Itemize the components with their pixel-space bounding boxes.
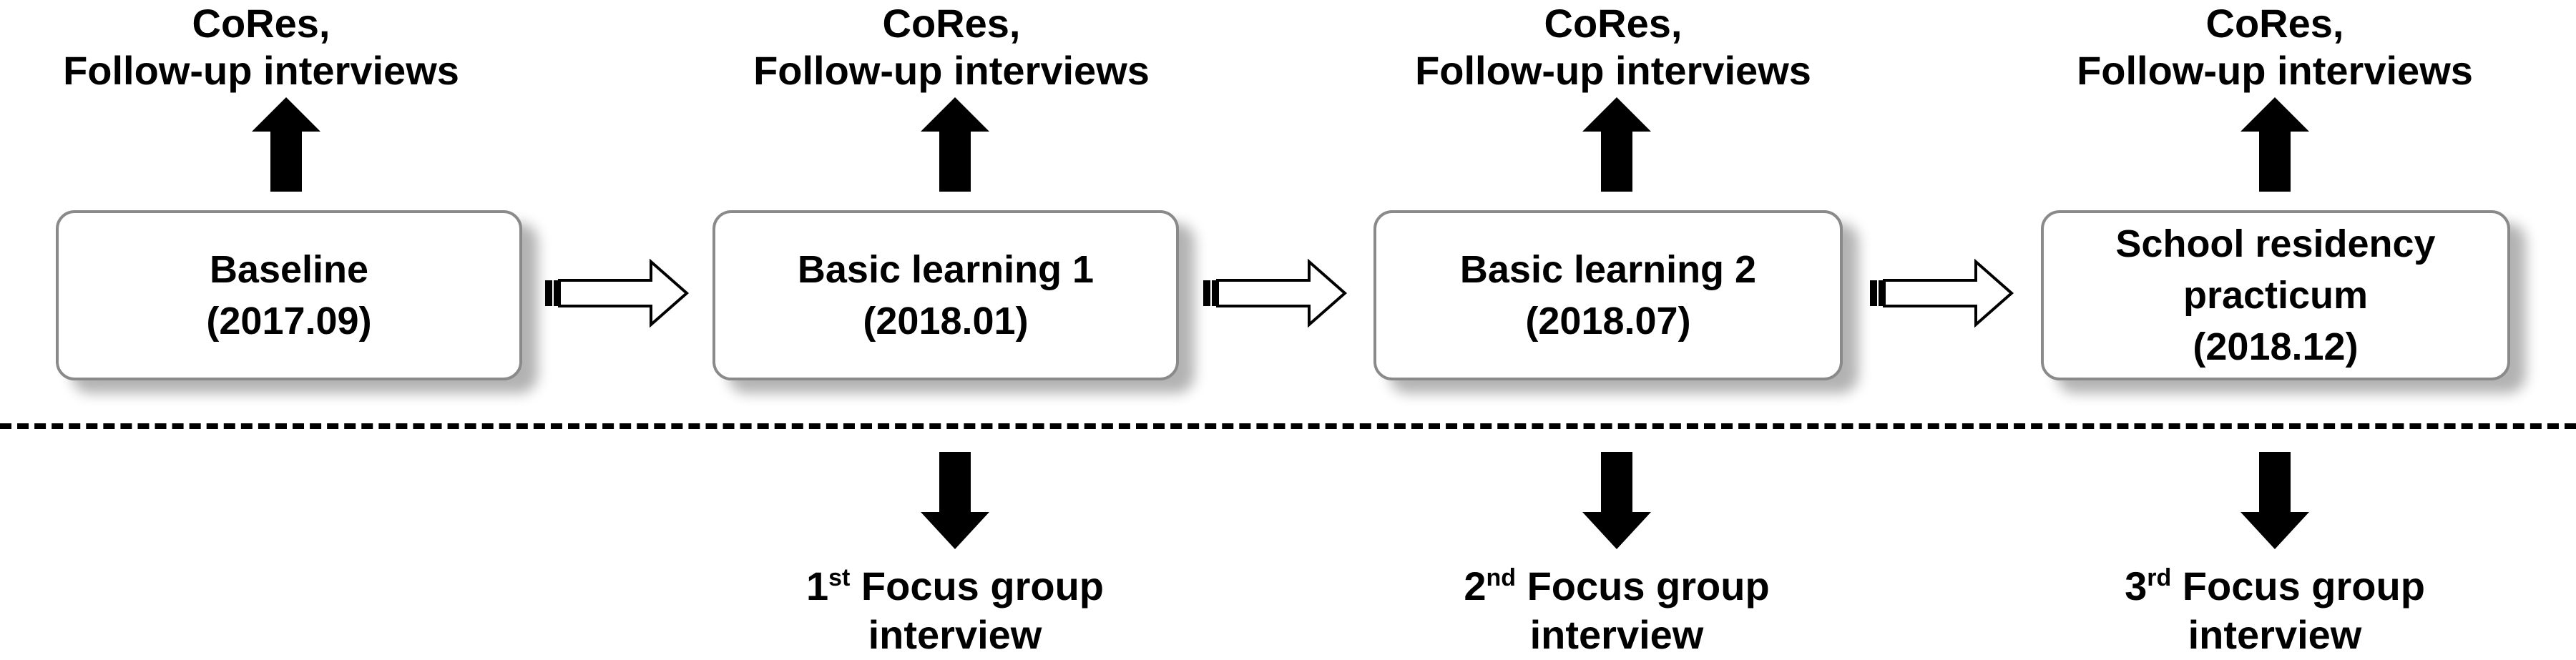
top-label-line2: Follow-up interviews (63, 48, 459, 93)
top-label-line1: CoRes, (192, 1, 330, 46)
stage-title: School residency (2115, 222, 2436, 265)
stage-box-baseline: Baseline (2017.09) (56, 210, 522, 380)
focus-group-ordinal: nd (1486, 564, 1517, 591)
focus-group-line2: interview (1529, 612, 1704, 657)
stage-box-basic-learning-2: Basic learning 2 (2018.07) (1373, 210, 1843, 380)
focus-group-line1: 1st Focus group (726, 562, 1184, 611)
stage-3-top-label: CoRes, Follow-up interviews (1363, 0, 1864, 94)
focus-group-number: 1 (805, 563, 829, 609)
focus-group-line2: interview (868, 612, 1042, 657)
down-arrow-icon (921, 452, 989, 549)
stage-date: (2018.12) (2193, 325, 2359, 368)
right-arrow-icon (545, 258, 690, 328)
stage-date: (2018.07) (1525, 300, 1691, 343)
up-arrow-icon (1582, 97, 1651, 192)
top-label-line2: Follow-up interviews (753, 48, 1150, 93)
focus-group-text: Focus group (2171, 563, 2425, 609)
top-label-line1: CoRes, (882, 1, 1021, 46)
stage-date: (2017.09) (206, 300, 372, 343)
stage-1-top-label: CoRes, Follow-up interviews (11, 0, 511, 94)
dashed-divider (0, 423, 2576, 429)
stage-2-top-label: CoRes, Follow-up interviews (701, 0, 1202, 94)
focus-group-1-label: 1st Focus group interview (726, 562, 1184, 659)
stage-4-top-label: CoRes, Follow-up interviews (2024, 0, 2525, 94)
stage-date: (2018.01) (863, 300, 1029, 343)
up-arrow-icon (252, 97, 320, 192)
top-label-line2: Follow-up interviews (2077, 48, 2473, 93)
stage-title: Baseline (209, 248, 369, 291)
focus-group-number: 3 (2125, 563, 2148, 609)
focus-group-line2: interview (2188, 612, 2362, 657)
stage-title-cont: practicum (2183, 274, 2369, 317)
stage-box-school-residency: School residency practicum (2018.12) (2041, 210, 2510, 380)
stage-title: Basic learning 1 (797, 248, 1094, 291)
top-label-line1: CoRes, (2205, 1, 2344, 46)
right-arrow-icon (1203, 258, 1348, 328)
stage-title: Basic learning 2 (1459, 248, 1757, 291)
top-label-line1: CoRes, (1544, 1, 1683, 46)
focus-group-text: Focus group (1516, 563, 1770, 609)
stage-box-basic-learning-1: Basic learning 1 (2018.01) (712, 210, 1179, 380)
focus-group-ordinal: rd (2147, 564, 2172, 591)
focus-group-number: 2 (1464, 563, 1487, 609)
focus-group-text: Focus group (850, 563, 1105, 609)
focus-group-line1: 3rd Focus group (2046, 562, 2504, 611)
right-arrow-icon (1870, 258, 2014, 328)
up-arrow-icon (2240, 97, 2309, 192)
down-arrow-icon (2240, 452, 2309, 549)
down-arrow-icon (1582, 452, 1651, 549)
up-arrow-icon (921, 97, 989, 192)
focus-group-2-label: 2nd Focus group interview (1388, 562, 1846, 659)
focus-group-line1: 2nd Focus group (1388, 562, 1846, 611)
focus-group-ordinal: st (828, 564, 851, 591)
focus-group-3-label: 3rd Focus group interview (2046, 562, 2504, 659)
top-label-line2: Follow-up interviews (1415, 48, 1811, 93)
